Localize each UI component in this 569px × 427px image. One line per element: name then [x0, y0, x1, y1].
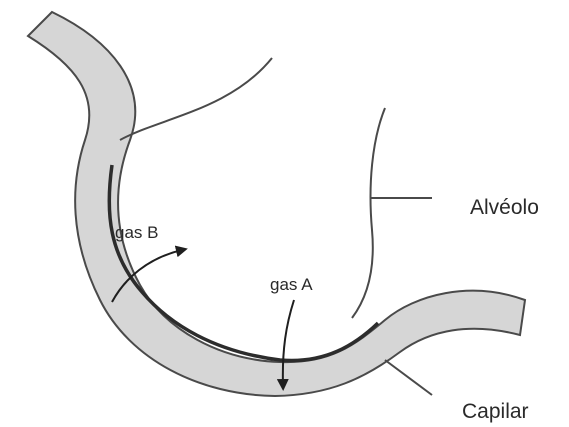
capilar-leader-line [385, 360, 432, 395]
alveolus-wall-right [352, 108, 385, 318]
gas-a-label: gas A [270, 275, 313, 294]
capillary-tube [28, 12, 525, 396]
alveolo-label: Alvéolo [470, 196, 539, 219]
alveolus-wall-left [120, 58, 272, 140]
gas-b-label: gas B [115, 223, 158, 242]
capilar-label: Capilar [462, 400, 529, 423]
